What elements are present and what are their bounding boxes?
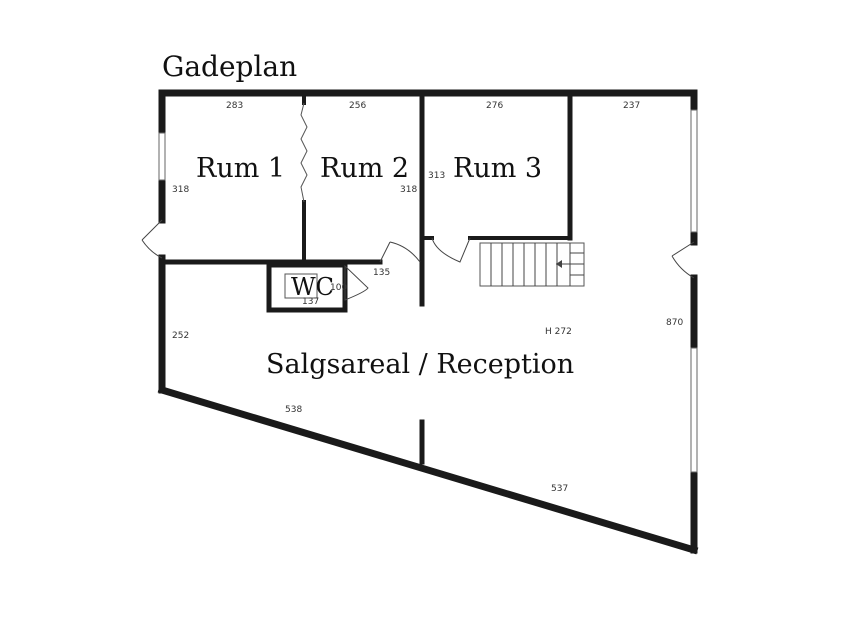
window-right-upper xyxy=(690,109,698,233)
stair-arrow-head xyxy=(556,260,562,268)
interior-walls xyxy=(159,90,573,465)
room-label-rum1: Rum 1 xyxy=(196,153,285,184)
dim-left-lower: 252 xyxy=(172,331,189,341)
dim-bottom-right: 537 xyxy=(551,484,568,494)
dim-wc-width: 137 xyxy=(302,297,319,307)
dim-top-right: 237 xyxy=(623,101,640,111)
wc-basin xyxy=(284,273,318,299)
dim-rum1-left: 318 xyxy=(172,185,189,195)
door-rum3 xyxy=(431,237,471,263)
room-label-rum3: Rum 3 xyxy=(453,153,542,184)
plan-title: Gadeplan xyxy=(162,50,297,83)
window-left xyxy=(158,132,166,181)
windows xyxy=(158,109,698,473)
doors xyxy=(141,102,695,279)
bottom-wall xyxy=(157,385,699,555)
room-label-rum2: Rum 2 xyxy=(320,153,409,184)
outer-walls xyxy=(157,89,699,555)
room-label-wc: WC xyxy=(291,273,334,301)
door-left-entry xyxy=(141,219,163,259)
dim-top-rum3: 276 xyxy=(486,101,503,111)
dim-rum2-right: 318 xyxy=(400,185,417,195)
dim-top-rum2: 256 xyxy=(349,101,366,111)
dim-rum3-left: 313 xyxy=(428,171,445,181)
staircase xyxy=(479,242,585,287)
dim-right-wall: 870 xyxy=(666,318,683,328)
dim-wc-door: 135 xyxy=(373,268,390,278)
door-right-entry xyxy=(671,241,695,279)
dim-wc-depth: 100 xyxy=(330,283,347,293)
dim-bottom-left: 538 xyxy=(285,405,302,415)
dim-top-rum1: 283 xyxy=(226,101,243,111)
window-right-lower xyxy=(690,347,698,473)
room-label-main: Salgsareal / Reception xyxy=(266,349,574,380)
wc-enclosure xyxy=(266,262,369,313)
zigzag-partition xyxy=(300,102,308,203)
dim-height: H 272 xyxy=(545,327,572,337)
wc-door xyxy=(344,264,369,301)
door-rum2 xyxy=(379,241,421,263)
